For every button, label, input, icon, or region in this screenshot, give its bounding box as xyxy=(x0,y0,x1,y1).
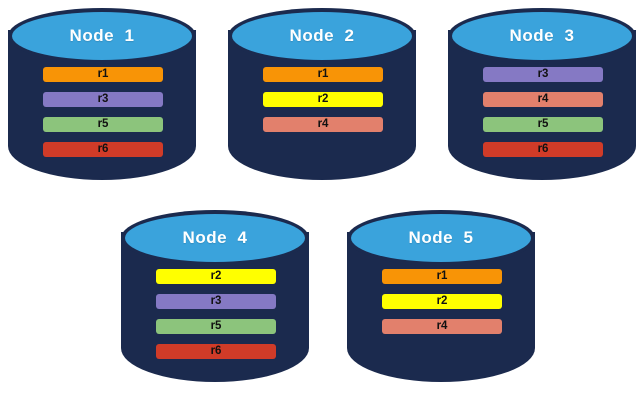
replica-bar[interactable]: r6 xyxy=(156,344,276,359)
replica-label: r1 xyxy=(97,67,109,80)
database-node-4[interactable]: Node 4 r2 r3 r5 r6 xyxy=(121,210,309,396)
replica-bar[interactable]: r6 xyxy=(483,142,603,157)
cylinder-top-face: Node 5 xyxy=(351,214,531,262)
replica-label: r6 xyxy=(537,142,549,155)
replica-bar[interactable]: r3 xyxy=(156,294,276,309)
replica-bar[interactable]: r4 xyxy=(382,319,502,334)
node-title: Node 4 xyxy=(182,228,248,247)
replica-bar[interactable]: r5 xyxy=(156,319,276,334)
database-node-5[interactable]: Node 5 r1 r2 r4 xyxy=(347,210,535,396)
replica-bar[interactable]: r4 xyxy=(483,92,603,107)
replica-stack: r1 r2 r4 xyxy=(382,269,502,334)
replica-bar[interactable]: r1 xyxy=(43,67,163,82)
replica-bar[interactable]: r3 xyxy=(483,67,603,82)
replica-bar[interactable]: r3 xyxy=(43,92,163,107)
replica-label: r3 xyxy=(537,67,549,80)
replica-label: r4 xyxy=(436,319,448,332)
database-node-2[interactable]: Node 2 r1 r2 r4 xyxy=(228,8,416,194)
cylinder-top-face: Node 3 xyxy=(452,12,632,60)
replica-stack: r2 r3 r5 r6 xyxy=(156,269,276,359)
replica-label: r1 xyxy=(317,67,329,80)
replica-label: r3 xyxy=(97,92,109,105)
replica-bar[interactable]: r2 xyxy=(156,269,276,284)
replica-label: r1 xyxy=(436,269,448,282)
replica-label: r6 xyxy=(97,142,109,155)
node-title: Node 5 xyxy=(408,228,474,247)
replica-bar[interactable]: r2 xyxy=(263,92,383,107)
replica-label: r5 xyxy=(537,117,549,130)
replica-label: r4 xyxy=(317,117,329,130)
replica-label: r4 xyxy=(537,92,549,105)
node-title: Node 1 xyxy=(69,26,135,45)
replica-label: r3 xyxy=(210,294,222,307)
replica-label: r5 xyxy=(97,117,109,130)
replica-bar[interactable]: r6 xyxy=(43,142,163,157)
database-node-3[interactable]: Node 3 r3 r4 r5 r6 xyxy=(448,8,636,194)
cylinder-top-face: Node 4 xyxy=(125,214,305,262)
replica-stack: r1 r3 r5 r6 xyxy=(43,67,163,157)
replica-label: r2 xyxy=(436,294,448,307)
replica-bar[interactable]: r1 xyxy=(382,269,502,284)
replica-label: r5 xyxy=(210,319,222,332)
cylinder-top-face: Node 2 xyxy=(232,12,412,60)
replica-stack: r3 r4 r5 r6 xyxy=(483,67,603,157)
replica-stack: r1 r2 r4 xyxy=(263,67,383,132)
replica-bar[interactable]: r4 xyxy=(263,117,383,132)
replica-bar[interactable]: r2 xyxy=(382,294,502,309)
database-node-1[interactable]: Node 1 r1 r3 r5 r6 xyxy=(8,8,196,194)
node-title: Node 3 xyxy=(509,26,575,45)
replica-label: r2 xyxy=(210,269,222,282)
node-title: Node 2 xyxy=(289,26,355,45)
replica-bar[interactable]: r5 xyxy=(43,117,163,132)
replica-label: r2 xyxy=(317,92,329,105)
cylinder-top-face: Node 1 xyxy=(12,12,192,60)
replica-bar[interactable]: r1 xyxy=(263,67,383,82)
replica-label: r6 xyxy=(210,344,222,357)
replica-bar[interactable]: r5 xyxy=(483,117,603,132)
